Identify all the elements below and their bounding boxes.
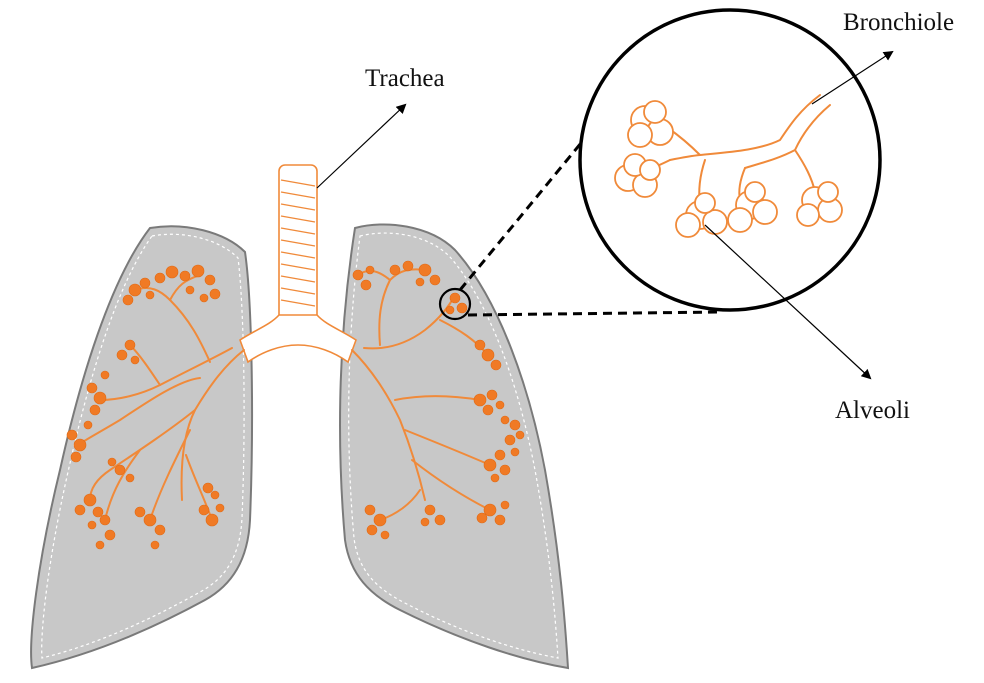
zoom-connector-bottom (468, 312, 720, 315)
trachea-label: Trachea (365, 65, 445, 92)
right-lung (340, 224, 568, 668)
trachea (240, 165, 356, 362)
trachea-pointer-arrow (317, 105, 405, 188)
alveoli-label: Alveoli (835, 397, 910, 424)
bronchiole-label: Bronchiole (843, 9, 954, 36)
